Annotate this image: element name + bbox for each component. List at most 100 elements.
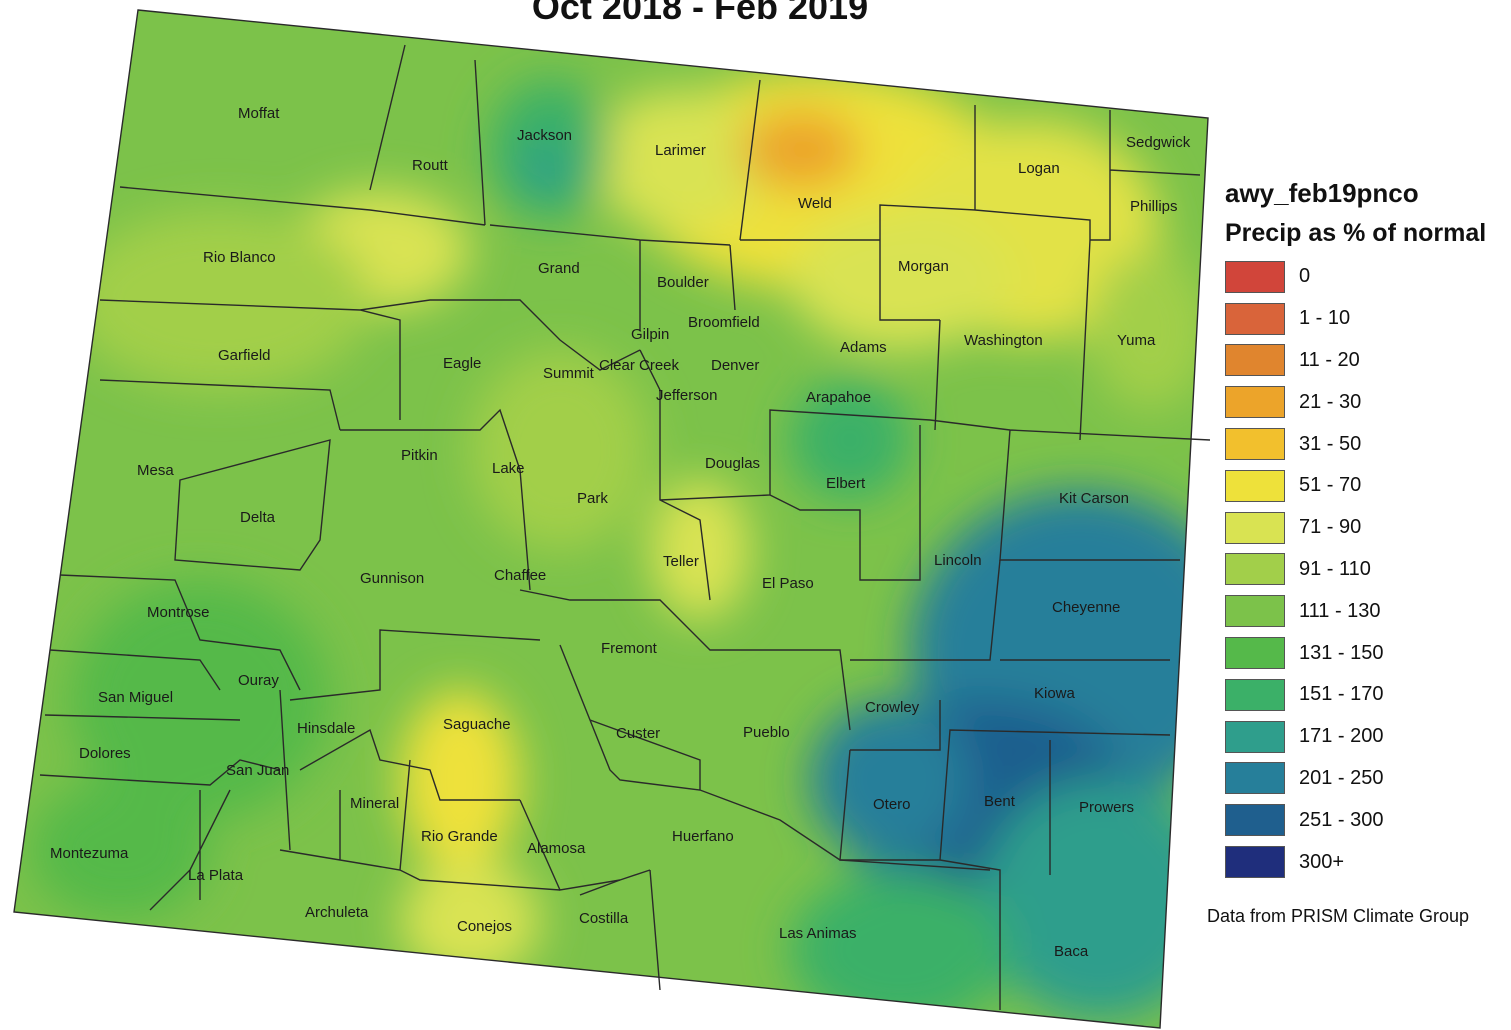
legend-item: 1 - 10 [1225, 298, 1511, 340]
county-label-morgan: Morgan [898, 258, 949, 275]
legend-swatch [1225, 637, 1285, 670]
legend-label: 11 - 20 [1299, 348, 1360, 371]
county-label-garfield: Garfield [218, 347, 271, 364]
county-label-summit: Summit [543, 365, 595, 382]
county-label-prowers: Prowers [1079, 799, 1134, 816]
county-label-larimer: Larimer [655, 142, 706, 159]
county-label-kit-carson: Kit Carson [1059, 490, 1129, 507]
legend-item: 171 - 200 [1225, 716, 1511, 758]
county-label-el-paso: El Paso [762, 575, 814, 592]
county-label-grand: Grand [538, 260, 580, 277]
legend-swatch [1225, 846, 1285, 879]
county-label-washington: Washington [964, 332, 1043, 349]
county-label-hinsdale: Hinsdale [297, 720, 355, 737]
legend-item: 21 - 30 [1225, 381, 1511, 423]
county-label-fremont: Fremont [601, 640, 658, 657]
county-label-eagle: Eagle [443, 355, 481, 372]
county-label-huerfano: Huerfano [672, 828, 734, 845]
county-label-costilla: Costilla [579, 910, 629, 927]
county-label-sedgwick: Sedgwick [1126, 134, 1191, 151]
county-label-clear-creek: Clear Creek [599, 357, 680, 374]
legend-swatch [1225, 260, 1285, 293]
county-label-yuma: Yuma [1117, 332, 1156, 349]
legend-swatch [1225, 302, 1285, 335]
legend-item: 111 - 130 [1225, 590, 1511, 632]
legend-label: 0 [1299, 265, 1311, 288]
legend-item: 201 - 250 [1225, 758, 1511, 800]
legend-swatch [1225, 553, 1285, 586]
county-boundaries [13, 9, 1211, 1029]
legend-swatch [1225, 344, 1285, 377]
county-label-phillips: Phillips [1130, 198, 1178, 215]
legend-label: 31 - 50 [1299, 432, 1362, 455]
legend-swatch [1225, 804, 1285, 837]
legend-swatch [1225, 762, 1285, 795]
county-label-montezuma: Montezuma [50, 845, 129, 862]
county-label-rio-grande: Rio Grande [421, 828, 498, 845]
legend-label: 21 - 30 [1299, 390, 1362, 413]
county-label-moffat: Moffat [238, 105, 280, 122]
legend-label: 91 - 110 [1299, 557, 1371, 580]
county-label-dolores: Dolores [79, 745, 131, 762]
county-label-san-miguel: San Miguel [98, 689, 173, 706]
precip-raster [14, 10, 1208, 1028]
county-label-ouray: Ouray [238, 672, 279, 689]
county-label-denver: Denver [711, 357, 759, 374]
legend-item: 151 - 170 [1225, 674, 1511, 716]
legend-item: 251 - 300 [1225, 799, 1511, 841]
legend-label: 131 - 150 [1299, 641, 1384, 664]
legend-label: 1 - 10 [1299, 307, 1351, 330]
legend-swatch [1225, 678, 1285, 711]
legend-label: 171 - 200 [1299, 725, 1384, 748]
county-label-park: Park [577, 490, 608, 507]
county-label-weld: Weld [798, 195, 832, 212]
county-label-chaffee: Chaffee [494, 567, 546, 584]
county-label-adams: Adams [840, 339, 887, 356]
legend-item: 11 - 20 [1225, 340, 1511, 382]
county-label-mineral: Mineral [350, 795, 399, 812]
county-label-san-juan: San Juan [226, 762, 289, 779]
legend-label: 201 - 250 [1299, 766, 1384, 789]
legend-items: 0 1 - 10 11 - 20 21 - 30 31 - 50 51 - 70 71 - … [1225, 256, 1511, 883]
legend-item: 31 - 50 [1225, 423, 1511, 465]
legend-swatch [1225, 511, 1285, 544]
county-label-las-animas: Las Animas [779, 925, 857, 942]
county-label-logan: Logan [1018, 160, 1060, 177]
county-label-elbert: Elbert [826, 475, 866, 492]
legend-label: 251 - 300 [1299, 808, 1384, 831]
county-label-boulder: Boulder [657, 274, 709, 291]
county-label-archuleta: Archuleta [305, 904, 369, 921]
county-label-broomfield: Broomfield [688, 314, 760, 331]
county-label-jefferson: Jefferson [656, 387, 717, 404]
county-label-gilpin: Gilpin [631, 326, 669, 343]
county-label-pitkin: Pitkin [401, 447, 438, 464]
legend-swatch [1225, 386, 1285, 419]
county-label-lincoln: Lincoln [934, 552, 982, 569]
legend-item: 0 [1225, 256, 1511, 298]
county-label-baca: Baca [1054, 943, 1089, 960]
county-label-montrose: Montrose [147, 604, 210, 621]
county-label-cheyenne: Cheyenne [1052, 599, 1120, 616]
county-label-crowley: Crowley [865, 699, 920, 716]
legend-swatch [1225, 595, 1285, 628]
legend-item: 131 - 150 [1225, 632, 1511, 674]
legend-item: 300+ [1225, 841, 1511, 883]
county-label-alamosa: Alamosa [527, 840, 586, 857]
county-label-custer: Custer [616, 725, 660, 742]
legend-label: 111 - 130 [1299, 599, 1381, 622]
legend-label: 51 - 70 [1299, 474, 1362, 497]
county-label-douglas: Douglas [705, 455, 760, 472]
county-label-otero: Otero [873, 796, 911, 813]
county-label-pueblo: Pueblo [743, 724, 790, 741]
legend-swatch [1225, 469, 1285, 502]
county-label-kiowa: Kiowa [1034, 685, 1076, 702]
legend-label: 300+ [1299, 850, 1345, 873]
county-label-routt: Routt [412, 157, 449, 174]
county-label-saguache: Saguache [443, 716, 511, 733]
legend-swatch [1225, 428, 1285, 461]
legend-label: 71 - 90 [1299, 516, 1362, 539]
legend-item: 71 - 90 [1225, 507, 1511, 549]
county-label-jackson: Jackson [517, 127, 572, 144]
county-label-lake: Lake [492, 460, 525, 477]
